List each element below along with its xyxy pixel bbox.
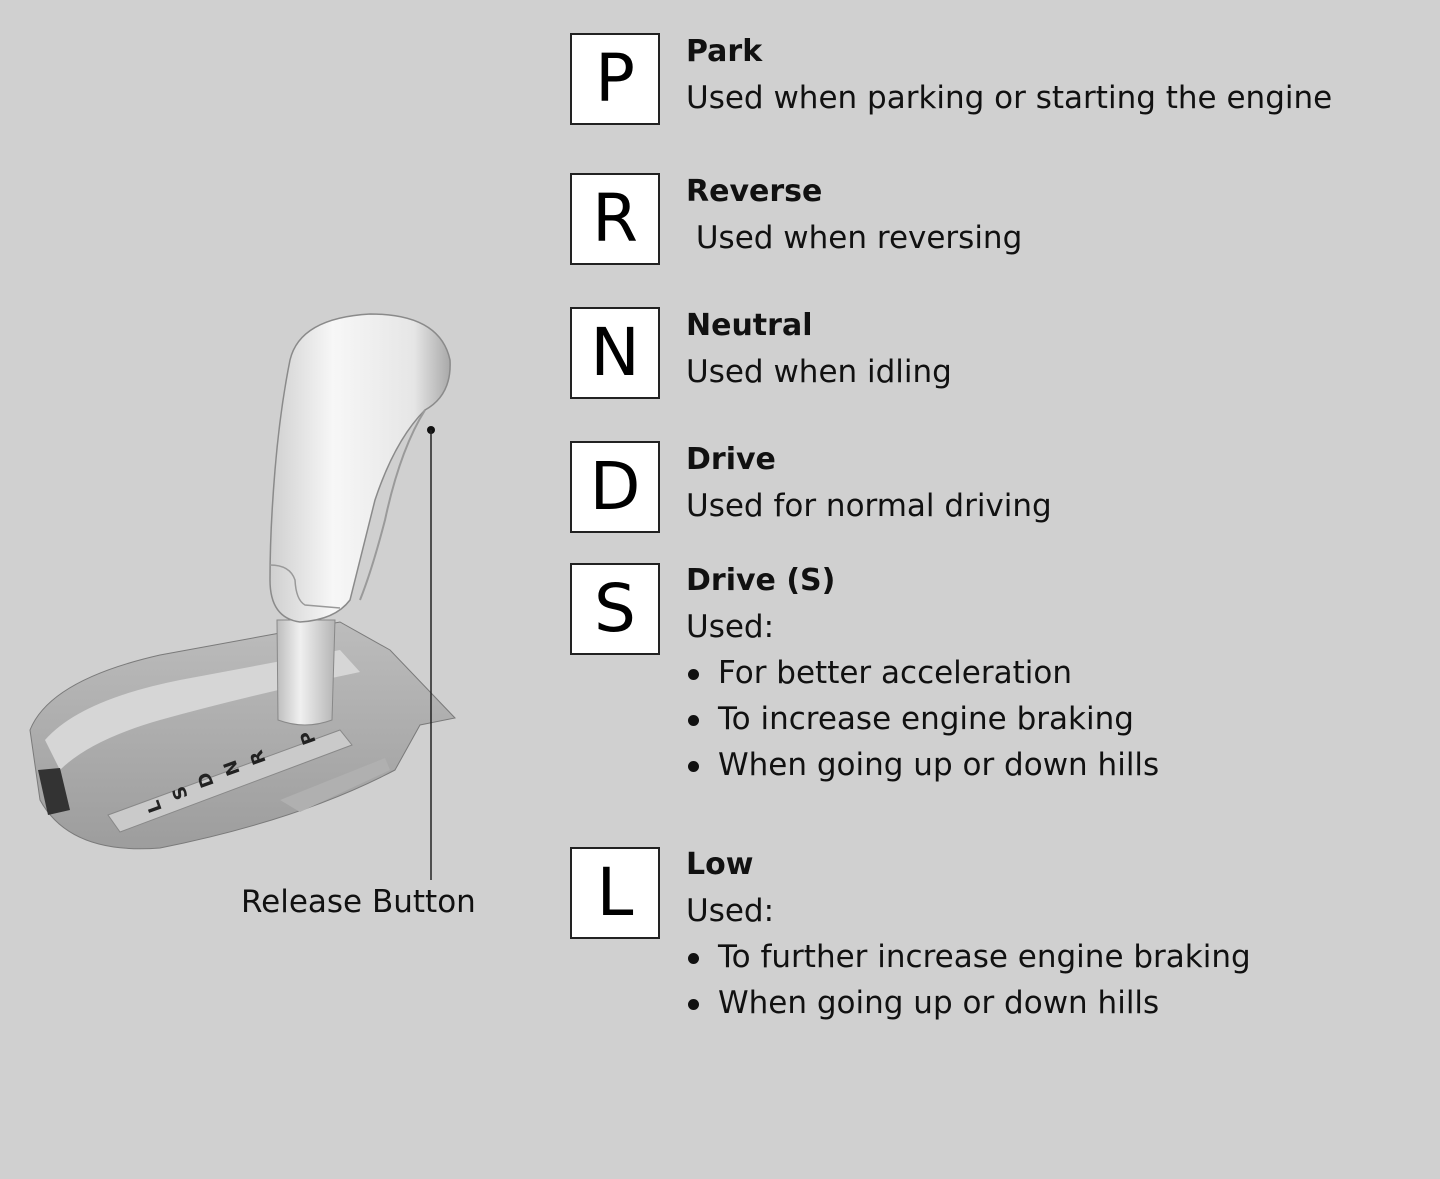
gear-box-l: L (570, 847, 660, 939)
gate-label-n: N (220, 757, 245, 778)
shifter-base (29, 621, 456, 850)
gear-title: Drive (686, 442, 776, 477)
gear-letter: N (590, 314, 640, 391)
shifter-shaft (276, 619, 336, 726)
bullet-item: To further increase engine braking (686, 934, 1251, 980)
gear-letter: D (589, 448, 641, 525)
gear-letter: R (592, 180, 638, 257)
gear-letter: L (596, 854, 634, 931)
gear-title: Neutral (686, 308, 813, 343)
gate-label-d: D (194, 769, 219, 790)
gear-description: Used when idling (686, 354, 952, 390)
gear-description: Used when reversing (686, 220, 1023, 256)
gear-letter: P (595, 40, 635, 117)
gear-title: Reverse (686, 174, 823, 209)
bullet-item: When going up or down hills (686, 742, 1159, 788)
release-button-label: Release Button (241, 884, 476, 920)
gear-description: Used: (686, 893, 775, 929)
gear-shifter-illustration: P R N D S L (29, 313, 456, 880)
gear-letter: S (594, 570, 636, 647)
gear-entry-low: Low Used: To further increase engine bra… (686, 842, 1251, 1026)
gear-description: Used for normal driving (686, 488, 1052, 524)
shifter-knob (269, 313, 451, 623)
gear-entry-drive: Drive Used for normal driving (686, 437, 1052, 529)
gear-box-s: S (570, 563, 660, 655)
gear-entry-park: Park Used when parking or starting the e… (686, 29, 1332, 121)
gate-label-r: R (246, 747, 271, 767)
gear-description: Used: (686, 609, 775, 645)
gear-title: Park (686, 34, 763, 69)
gear-description: Used when parking or starting the engine (686, 80, 1333, 116)
bullet-item: To increase engine braking (686, 696, 1159, 742)
gear-entry-reverse: Reverse Used when reversing (686, 169, 1022, 261)
gear-entry-neutral: Neutral Used when idling (686, 303, 952, 395)
bullet-item: For better acceleration (686, 650, 1159, 696)
bullet-item: When going up or down hills (686, 980, 1251, 1026)
gear-box-n: N (570, 307, 660, 399)
gear-title: Low (686, 847, 754, 882)
gear-entry-drive-s: Drive (S) Used: For better acceleration … (686, 558, 1159, 788)
gate-labels: P R N D S L (143, 728, 321, 816)
gear-title: Drive (S) (686, 563, 836, 598)
gear-box-r: R (570, 173, 660, 265)
gear-box-d: D (570, 441, 660, 533)
gear-box-p: P (570, 33, 660, 125)
